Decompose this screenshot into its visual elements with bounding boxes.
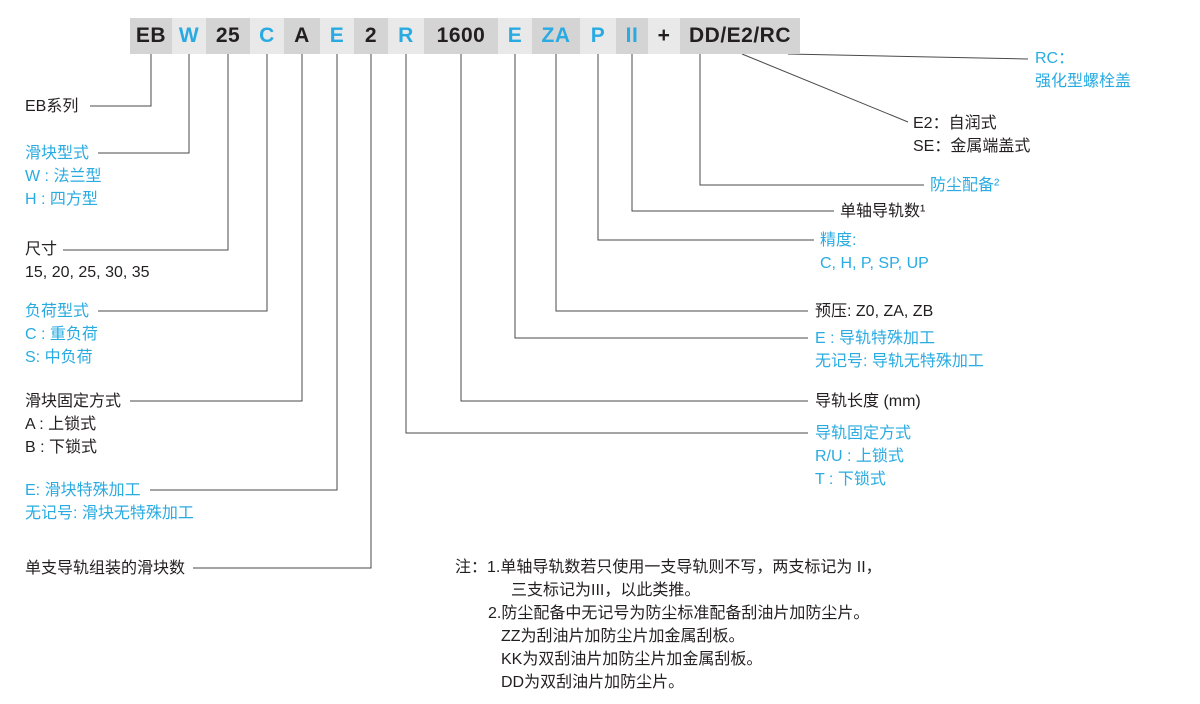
label-line: 负荷型式 [25, 303, 90, 320]
leader-block-fixing [130, 54, 303, 402]
label-block-fixing: 滑块固定方式 A : 上锁式 B : 下锁式 [25, 390, 121, 459]
label-precision: 精度: C, H, P, SP, UP [820, 229, 929, 275]
leader-rc-option [787, 53, 1029, 60]
label-line: E: 滑块特殊加工 [25, 482, 141, 499]
label-line: 单轴导轨数¹ [840, 203, 926, 220]
label-line: W : 法兰型 [25, 168, 102, 185]
label-line: 单支导轨组装的滑块数 [25, 560, 186, 577]
label-line: 强化型螺栓盖 [1035, 73, 1132, 90]
label-line: R/U : 上锁式 [815, 448, 904, 465]
code-seg-rail-length: 1600 [424, 18, 498, 54]
leader-load-type [98, 54, 268, 312]
label-preload: 预压: Z0, ZA, ZB [815, 300, 933, 323]
label-line: 预压: Z0, ZA, ZB [815, 303, 934, 320]
label-line: E2：自润式 [913, 115, 997, 132]
label-line: C, H, P, SP, UP [820, 255, 929, 272]
label-line: C : 重负荷 [25, 326, 98, 343]
label-rail-count: 单轴导轨数¹ [840, 200, 925, 223]
label-line: 防尘配备² [930, 177, 1000, 194]
leader-block-type [98, 54, 190, 154]
label-line: 滑块型式 [25, 145, 90, 162]
leader-rail-special [514, 54, 808, 339]
label-line: 无记号: 导轨无特殊加工 [815, 353, 984, 370]
leader-rail-fixing [405, 54, 808, 434]
label-size: 尺寸 15, 20, 25, 30, 35 [25, 238, 150, 284]
leader-block-special [150, 54, 338, 491]
label-line: S: 中负荷 [25, 349, 93, 366]
code-seg-block-type: W [172, 18, 206, 54]
label-load-type: 负荷型式 C : 重负荷 S: 中负荷 [25, 300, 98, 369]
note-line: DD为双刮油片加防尘片。 [501, 674, 685, 691]
note-line: KK为双刮油片加防尘片加金属刮板。 [501, 651, 763, 668]
label-rc-option: RC： 强化型螺栓盖 [1035, 47, 1131, 93]
label-line: H : 四方型 [25, 191, 98, 208]
leader-eb-series [90, 54, 152, 107]
code-seg-block-fixing: A [284, 18, 320, 54]
leader-size [63, 54, 229, 251]
label-eb-series: EB系列 [25, 95, 78, 118]
code-seg-precision: P [580, 18, 616, 54]
code-seg-rail-fixing: R [388, 18, 424, 54]
leader-rail-length [460, 54, 808, 402]
code-seg-load-type: C [250, 18, 284, 54]
code-seg-block-special: E [320, 18, 354, 54]
note-line: 注：1.单轴导轨数若只使用一支导轨则不写，两支标记为 II， [455, 559, 882, 576]
label-dust-protection: 防尘配备² [930, 174, 999, 197]
leader-preload [555, 54, 808, 312]
code-seg-block-count: 2 [354, 18, 388, 54]
label-line: RC： [1035, 50, 1075, 67]
label-line: 15, 20, 25, 30, 35 [25, 264, 150, 281]
label-end-cap-options: E2：自润式 SE：金属端盖式 [913, 112, 1030, 158]
label-line: 精度: [820, 232, 857, 249]
note-line: 2.防尘配备中无记号为防尘标准配备刮油片加防尘片。 [488, 605, 870, 622]
label-line: E : 导轨特殊加工 [815, 330, 936, 347]
label-rail-fixing: 导轨固定方式 R/U : 上锁式 T : 下锁式 [815, 422, 911, 491]
label-rail-special: E : 导轨特殊加工 无记号: 导轨无特殊加工 [815, 327, 984, 373]
leader-block-count [193, 54, 372, 569]
code-seg-preload: ZA [532, 18, 580, 54]
label-rail-length: 导轨长度 (mm) [815, 390, 921, 413]
code-seg-rail-special: E [498, 18, 532, 54]
label-block-type: 滑块型式 W : 法兰型 H : 四方型 [25, 142, 101, 211]
label-line: 导轨固定方式 [815, 425, 912, 442]
label-line: A : 上锁式 [25, 416, 97, 433]
code-seg-size: 25 [206, 18, 250, 54]
label-line: EB系列 [25, 98, 79, 115]
label-line: 滑块固定方式 [25, 393, 122, 410]
note-line: ZZ为刮油片加防尘片加金属刮板。 [501, 628, 745, 645]
code-seg-plus: + [648, 18, 680, 54]
label-line: SE：金属端盖式 [913, 138, 1031, 155]
footnotes: 注：1.单轴导轨数若只使用一支导轨则不写，两支标记为 II， 三支标记为III，… [455, 556, 882, 694]
code-seg-options: DD/E2/RC [680, 18, 800, 54]
label-line: T : 下锁式 [815, 471, 886, 488]
code-seg-rail-count: II [616, 18, 648, 54]
label-block-count: 单支导轨组装的滑块数 [25, 557, 185, 580]
label-line: 无记号: 滑块无特殊加工 [25, 505, 194, 522]
leader-rail-count [631, 54, 834, 212]
label-line: 尺寸 [25, 241, 58, 258]
label-block-special: E: 滑块特殊加工 无记号: 滑块无特殊加工 [25, 479, 194, 525]
code-seg-series: EB [130, 18, 172, 54]
label-line: 导轨长度 (mm) [815, 393, 921, 410]
note-line: 三支标记为III，以此类推。 [511, 582, 701, 599]
label-line: B : 下锁式 [25, 439, 98, 456]
leader-dust-protection [699, 54, 924, 186]
model-code: EB W 25 C A E 2 R 1600 E ZA P II + DD/E2… [130, 18, 800, 54]
leader-precision [597, 54, 814, 241]
leader-end-cap [741, 53, 909, 123]
